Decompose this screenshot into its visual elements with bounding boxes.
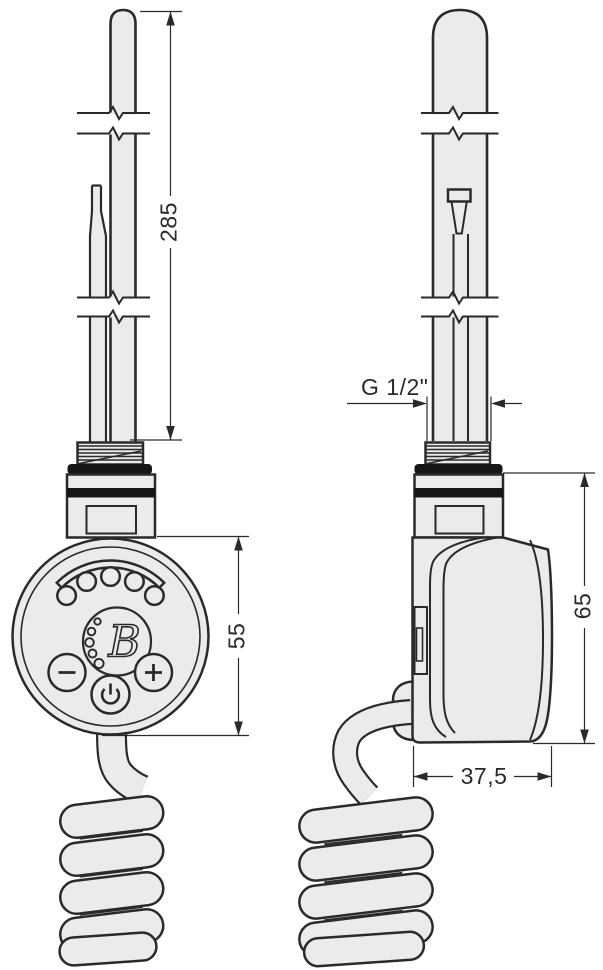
arrow-right-icon	[537, 772, 552, 781]
dimension-head-depth: 37,5	[412, 746, 553, 789]
logo-dot	[84, 637, 95, 648]
front-view: B	[11, 8, 250, 967]
break-line	[421, 289, 499, 306]
led-dot	[123, 570, 145, 593]
dimension-head-height: 65	[503, 472, 596, 745]
side-slot	[413, 606, 428, 675]
heating-rod	[110, 10, 136, 443]
blade-taper	[450, 201, 468, 235]
power-button	[90, 674, 131, 715]
pipe-thread-front	[76, 441, 145, 466]
break-line	[421, 308, 499, 325]
logo-dot	[93, 617, 102, 626]
logo-letter: B	[107, 617, 140, 668]
dimension-label: 65	[570, 593, 596, 620]
spiral-cable-front	[58, 794, 165, 967]
break-line	[421, 125, 499, 142]
cable-coil	[298, 872, 434, 920]
arrow-down-icon	[234, 721, 243, 736]
arrow-right-icon	[413, 399, 427, 408]
logo-dot	[93, 657, 105, 670]
cable-coil	[298, 796, 434, 844]
collar-window	[85, 505, 137, 535]
led-dot	[76, 570, 98, 593]
break-lines-front	[77, 105, 150, 325]
collar-band	[414, 488, 503, 498]
side-slot-inner	[415, 627, 424, 662]
logo-dot	[87, 648, 98, 659]
head-seam-outer	[429, 536, 484, 738]
dimension-thread-size: G 1/2"	[347, 374, 522, 441]
logo-dot	[86, 626, 97, 637]
heating-rod-side	[433, 10, 487, 441]
dimension-head-diameter: 55	[102, 535, 250, 737]
break-gap	[422, 114, 497, 132]
cable-coil	[59, 794, 165, 840]
head-bezel	[20, 546, 201, 727]
collar-window	[434, 505, 485, 535]
heating-rod-outline	[109, 8, 137, 443]
plus-button	[133, 652, 174, 693]
dimension-label: G 1/2"	[361, 374, 428, 400]
break-gap	[78, 298, 152, 316]
control-head-front: B	[11, 537, 210, 736]
cable-coil-end	[58, 931, 158, 967]
arrow-down-icon	[580, 729, 589, 744]
mounting-collar-side	[413, 473, 505, 539]
break-line	[77, 308, 150, 325]
power-cable-front	[96, 732, 149, 805]
control-head-side	[411, 536, 554, 744]
o-ring-seal	[67, 464, 152, 475]
break-line	[77, 125, 150, 142]
head-front-rim	[529, 539, 545, 741]
arrow-up-icon	[234, 536, 243, 551]
pipe-thread-side	[424, 441, 492, 466]
probe-blade-side	[446, 188, 472, 441]
head-body	[411, 536, 554, 744]
cable-coil	[59, 832, 165, 878]
dimension-rod-length: 285	[130, 10, 182, 441]
led-dot	[56, 585, 78, 607]
arrow-up-icon	[166, 11, 175, 26]
arrow-down-icon	[166, 426, 175, 440]
power-cable-side	[332, 699, 413, 806]
dimension-label: 285	[156, 202, 182, 242]
mounting-collar-front	[65, 473, 157, 539]
arrow-up-icon	[580, 473, 589, 487]
break-gap	[422, 298, 497, 316]
break-gap	[78, 114, 152, 132]
led-dot	[143, 585, 165, 607]
o-ring-seal	[414, 464, 503, 475]
break-line	[77, 105, 150, 121]
spiral-cable-side	[298, 796, 434, 968]
power-icon	[100, 683, 121, 705]
cable-coil-end	[302, 930, 426, 968]
break-lines-side	[421, 105, 499, 325]
break-line	[77, 289, 150, 306]
plus-icon	[145, 664, 162, 681]
heating-rod-side-outline	[431, 8, 489, 441]
side-view: G 1/2" 65 37,5	[298, 8, 596, 968]
minus-button	[47, 652, 87, 693]
led-indicators	[56, 565, 165, 607]
collar-band	[67, 488, 155, 498]
break-line	[421, 105, 499, 121]
brand-logo: B	[81, 606, 153, 677]
temperature-probe-outline	[88, 184, 108, 443]
cable-coil	[298, 834, 434, 882]
arrow-left-icon	[491, 399, 505, 408]
led-dot	[99, 565, 122, 588]
head-seam-inner	[442, 536, 498, 734]
dimension-label: 37,5	[461, 763, 508, 789]
cable-coil	[59, 870, 165, 916]
arrow-left-icon	[413, 772, 428, 781]
dimension-label: 55	[224, 623, 250, 650]
